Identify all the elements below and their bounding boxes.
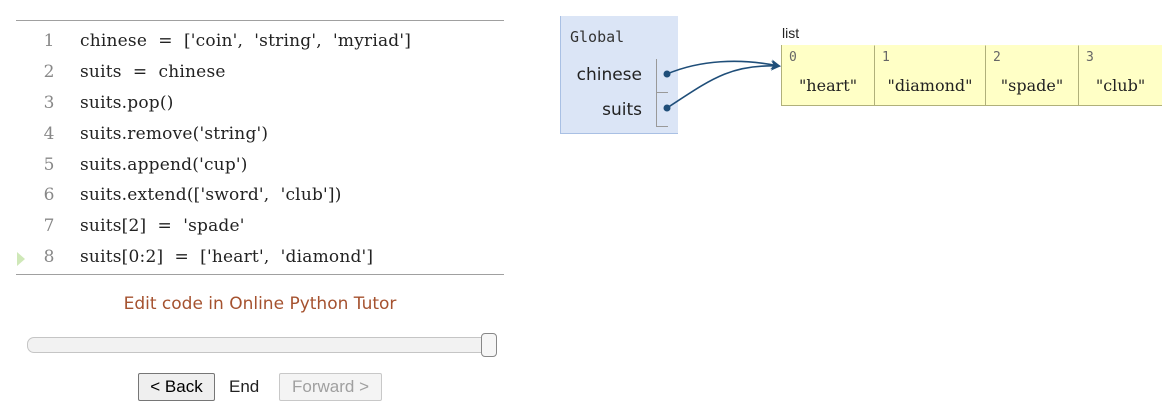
code-text: suits = chinese — [80, 62, 226, 82]
list-index: 3 — [1086, 50, 1094, 65]
edit-code-link[interactable]: Edit code in Online Python Tutor — [123, 294, 397, 314]
back-button[interactable]: < Back — [138, 373, 215, 401]
list-value: "spade" — [1000, 76, 1064, 95]
variable-pointer-slot — [656, 93, 668, 127]
code-panel: 1 chinese = ['coin', 'string', 'myriad']… — [16, 20, 504, 275]
list-cell: 1 "diamond" — [875, 45, 986, 105]
code-line: 7 suits[2] = 'spade' — [16, 212, 504, 242]
code-line: 5 suits.append('cup') — [16, 151, 504, 181]
list-value: "diamond" — [887, 76, 973, 95]
list-value: "club" — [1095, 76, 1146, 95]
list-type-label: list — [782, 25, 800, 41]
line-number: 4 — [43, 124, 55, 144]
list-object: 0 "heart" 1 "diamond" 2 "spade" 3 "club" — [781, 45, 1162, 106]
line-number: 3 — [43, 93, 55, 113]
variable-pointer-slot — [656, 59, 668, 93]
list-index: 0 — [789, 50, 797, 65]
code-text: suits.remove('string') — [80, 124, 269, 144]
list-cell: 0 "heart" — [782, 45, 875, 105]
line-number: 5 — [43, 155, 55, 175]
line-number: 6 — [43, 185, 55, 205]
step-status: End — [229, 377, 260, 396]
list-cell: 3 "club" — [1079, 45, 1162, 105]
step-slider-handle[interactable] — [481, 333, 497, 357]
pointer-arrow — [666, 60, 781, 109]
line-number: 1 — [43, 31, 55, 51]
code-text: chinese = ['coin', 'string', 'myriad'] — [80, 31, 412, 51]
code-line: 4 suits.remove('string') — [16, 120, 504, 150]
code-text: suits.pop() — [80, 93, 174, 113]
step-slider[interactable] — [27, 337, 497, 353]
code-text: suits[0:2] = ['heart', 'diamond'] — [80, 247, 374, 267]
variable-name: chinese — [576, 65, 642, 85]
code-text: suits[2] = 'spade' — [80, 216, 245, 236]
list-value: "heart" — [798, 76, 858, 95]
navigation-controls: < Back End Forward > — [0, 372, 520, 404]
variable-name: suits — [602, 100, 642, 120]
code-text: suits.extend(['sword', 'club']) — [80, 185, 342, 205]
code-text: suits.append('cup') — [80, 155, 248, 175]
line-number: 7 — [43, 216, 55, 236]
code-line: 6 suits.extend(['sword', 'club']) — [16, 181, 504, 211]
frame-title: Global — [570, 28, 625, 46]
code-line: 3 suits.pop() — [16, 89, 504, 119]
list-cell: 2 "spade" — [986, 45, 1079, 105]
code-line: 2 suits = chinese — [16, 58, 504, 88]
pointer-arrow — [666, 59, 781, 75]
line-number: 8 — [43, 247, 55, 267]
code-line: 1 chinese = ['coin', 'string', 'myriad'] — [16, 27, 504, 57]
forward-button: Forward > — [279, 373, 382, 401]
list-index: 2 — [993, 50, 1001, 65]
global-frame: Global chinese suits — [560, 16, 678, 134]
line-number: 2 — [43, 62, 55, 82]
current-line-arrow-icon — [16, 252, 26, 266]
code-line-current: 8 suits[0:2] = ['heart', 'diamond'] — [16, 243, 504, 273]
list-index: 1 — [882, 50, 890, 65]
